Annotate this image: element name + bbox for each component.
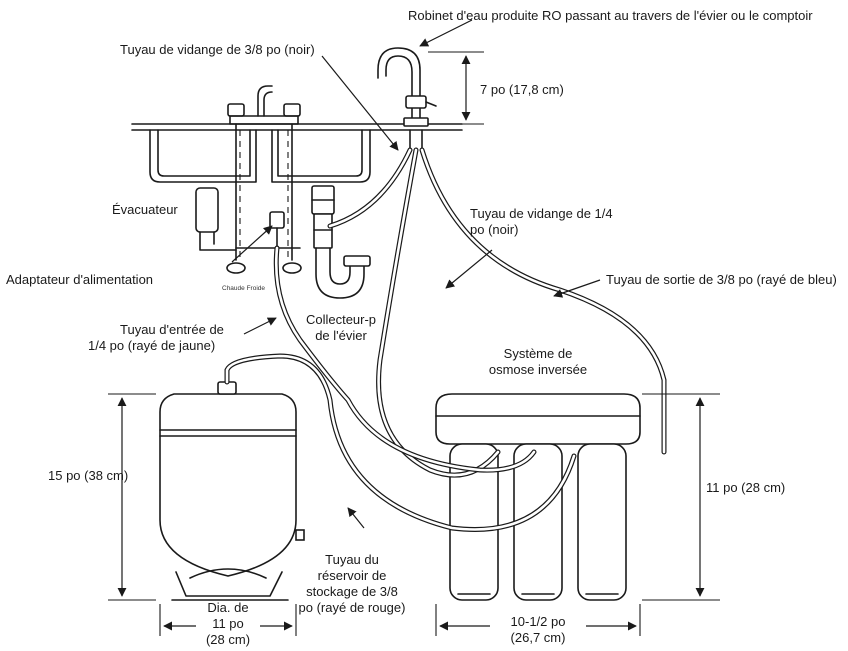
label-drain-tube-14-line1: Tuyau de vidange de 1/4 — [470, 206, 613, 221]
label-hot-cold: Chaude Froide — [222, 285, 265, 292]
label-tank-tube-line3: stockage de 3/8 — [306, 584, 398, 599]
label-tank-height: 15 po (38 cm) — [48, 468, 129, 483]
label-tank-dia-line2: 11 po — [212, 616, 244, 631]
label-tank-dia-line3: (28 cm) — [205, 632, 251, 647]
label-ro-faucet: Robinet d'eau produite RO passant au tra… — [408, 8, 813, 23]
sink-faucet — [226, 85, 302, 274]
label-ro-system-line2: osmose inversée — [488, 362, 588, 377]
label-drain-saddle: Évacuateur — [112, 202, 178, 217]
callout-arrows — [231, 19, 601, 529]
label-tank-dia-line1: Dia. de — [207, 600, 249, 615]
label-tank-tube-line2: réservoir de — [317, 568, 387, 583]
label-system-width-line1: 10-1/2 po — [510, 614, 566, 629]
ro-faucet — [377, 47, 437, 151]
label-supply-adapter: Adaptateur d'alimentation — [6, 272, 154, 287]
label-drain-tube-38: Tuyau de vidange de 3/8 po (noir) — [120, 42, 315, 57]
label-drain-tube-14-line2: po (noir) — [470, 222, 519, 237]
label-p-trap-line2: de l'évier — [315, 328, 367, 343]
label-system-height: 11 po (28 cm) — [706, 480, 786, 495]
p-trap — [315, 247, 371, 299]
label-system-width-line2: (26,7 cm) — [510, 630, 566, 645]
label-tank-tube-line1: Tuyau du — [325, 552, 379, 567]
label-tank-tube-line4: po (rayé de rouge) — [298, 600, 406, 615]
dimension-lines — [108, 51, 720, 636]
label-faucet-height: 7 po (17,8 cm) — [480, 82, 564, 97]
label-inlet-tube-line2: 1/4 po (rayé de jaune) — [88, 338, 216, 353]
label-ro-system-line1: Système de — [503, 346, 573, 361]
label-outlet-tube: Tuyau de sortie de 3/8 po (rayé de bleu) — [606, 272, 837, 287]
label-inlet-tube-line1: Tuyau d'entrée de — [120, 322, 224, 337]
storage-tank — [159, 381, 305, 601]
label-p-trap-line1: Collecteur-p — [305, 312, 377, 327]
ro-system — [435, 393, 641, 601]
drain-pipe — [195, 185, 335, 251]
sink — [149, 129, 371, 183]
